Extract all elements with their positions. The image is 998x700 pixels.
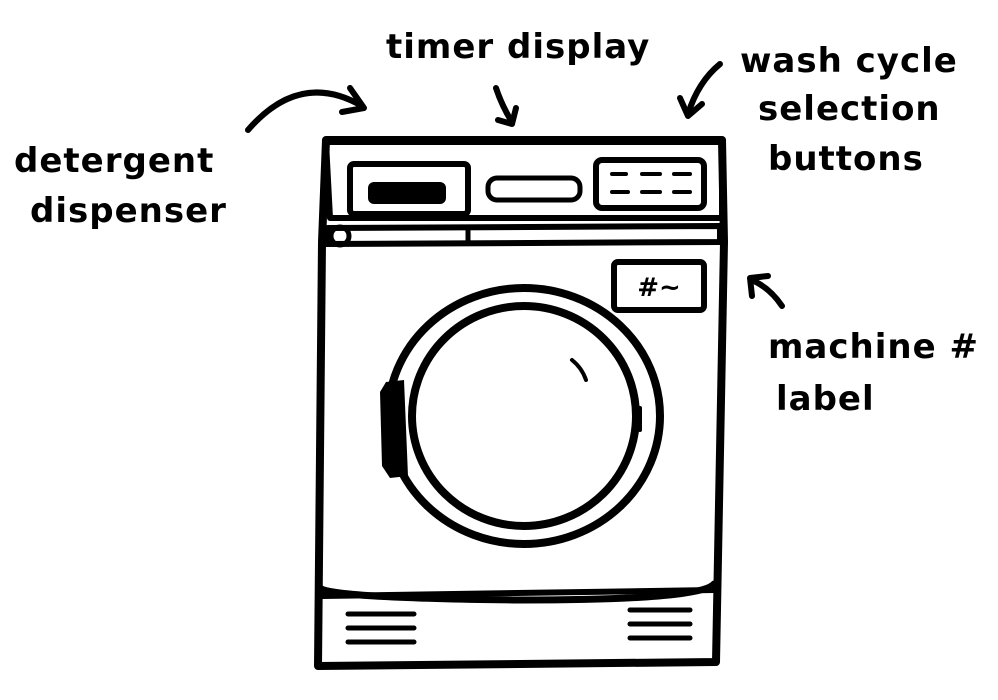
detergent-label-line2: dispenser	[30, 191, 227, 231]
detergent-arrow-line	[245, 89, 365, 133]
annotation-arrows	[245, 61, 785, 309]
detergent-dispenser-handle	[368, 182, 446, 204]
wash-cycle-label-line1: wash cycle	[740, 41, 958, 81]
annotation-labels: timer display wash cycle selection butto…	[14, 27, 979, 419]
timer-arrow-head	[495, 105, 519, 127]
machine-number-label-text: #~	[637, 273, 681, 303]
door	[380, 284, 664, 548]
power-knob	[328, 224, 352, 248]
wash-cycle-label-line3: buttons	[768, 139, 924, 179]
detergent-arrow-head	[339, 85, 367, 115]
machine-number-label-tag	[611, 259, 707, 313]
vent-left	[345, 611, 417, 645]
machine-label-line1: machine #	[768, 327, 979, 367]
kick-plate	[319, 587, 717, 599]
wash-cycle-arrow-line	[685, 61, 723, 117]
control-panel	[323, 139, 725, 221]
detergent-dispenser-drawer	[347, 161, 471, 217]
timer-arrow-line	[493, 85, 515, 125]
door-glass-reflection	[570, 358, 588, 382]
washing-machine: #~	[314, 136, 728, 670]
door-outer-ring	[384, 284, 664, 548]
machine-label-arrow-line	[749, 277, 785, 309]
detergent-label-line1: detergent	[14, 141, 214, 181]
wash-cycle-label-line2: selection	[758, 89, 941, 129]
machine-label-line2: label	[776, 379, 875, 419]
machine-label-arrow-head	[747, 273, 771, 299]
wash-cycle-buttons	[610, 172, 692, 194]
timer-display-screen	[485, 175, 583, 203]
timer-display-label: timer display	[386, 27, 650, 67]
wash-cycle-arrow-head	[677, 95, 705, 119]
wash-cycle-button-panel	[593, 157, 707, 211]
panel-divider	[323, 223, 723, 247]
vent-right	[627, 607, 693, 641]
door-inner-glass	[408, 302, 640, 530]
